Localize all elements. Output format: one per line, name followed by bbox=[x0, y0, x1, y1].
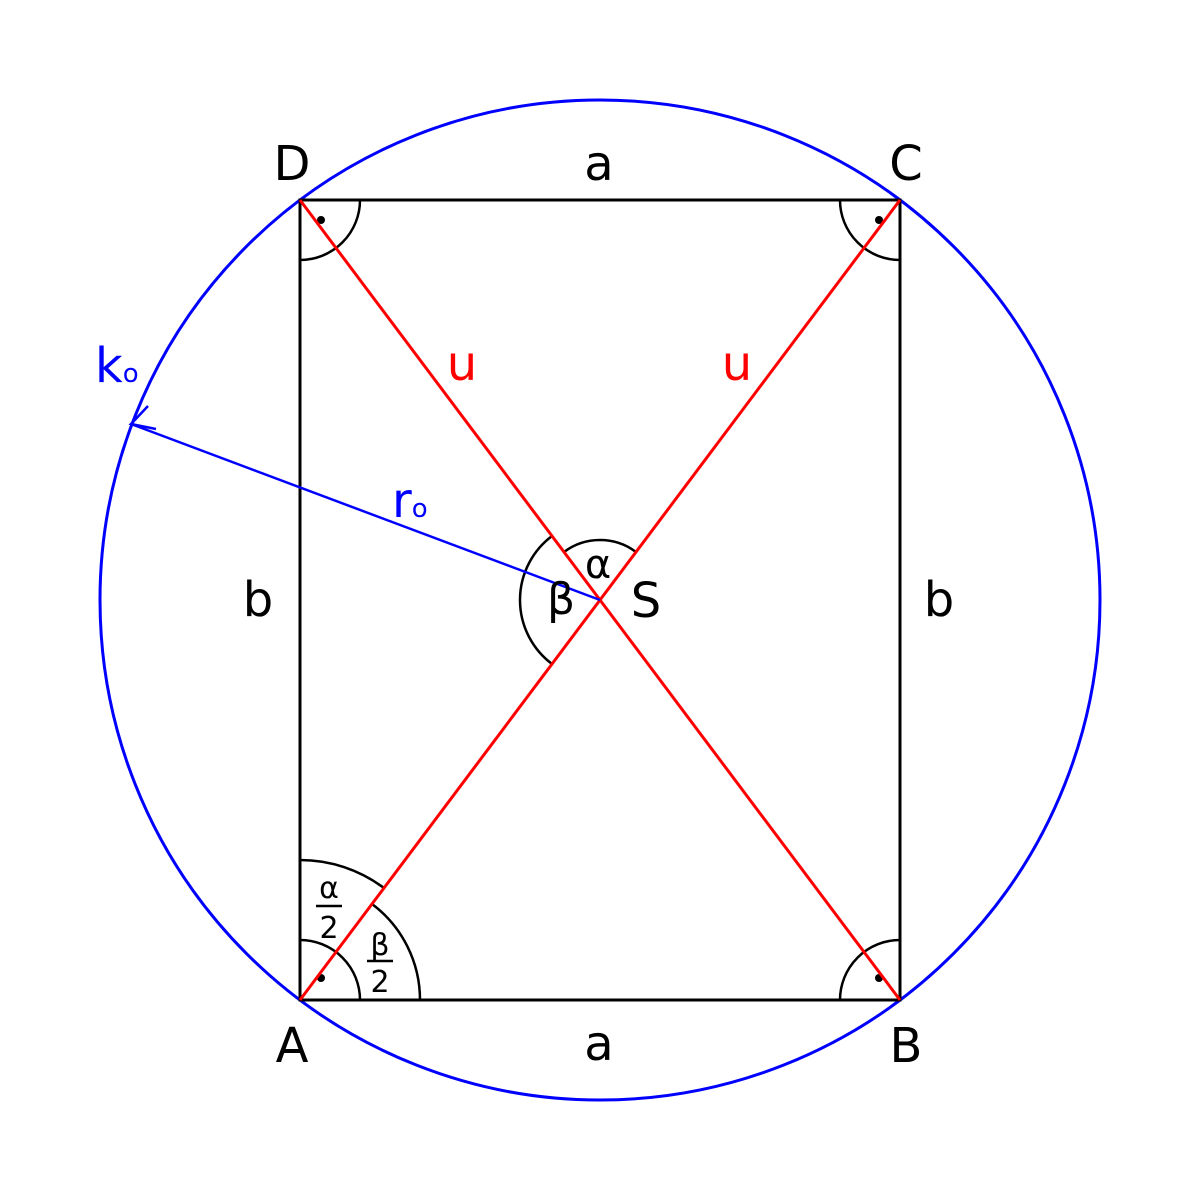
half-alpha-numerator: α bbox=[319, 871, 339, 906]
right-angle-dot-d bbox=[317, 216, 325, 224]
radius-label-sub: o bbox=[412, 494, 428, 524]
vertex-label-d: D bbox=[274, 136, 311, 192]
radius-label: ro bbox=[392, 473, 428, 529]
half-beta-arc bbox=[371, 903, 422, 1001]
vertex-label-a: A bbox=[276, 1018, 309, 1074]
right-angle-arc-c bbox=[838, 199, 901, 262]
right-angle-arc-d bbox=[299, 199, 362, 262]
right-angle-arc-a bbox=[299, 938, 362, 1001]
vertex-label-c: C bbox=[889, 136, 923, 192]
circumcircle bbox=[98, 98, 1102, 1102]
alpha-label: α bbox=[585, 542, 611, 588]
circle-name-main: k bbox=[95, 338, 123, 394]
side-label-left: b bbox=[243, 572, 273, 628]
radius-line bbox=[130, 422, 601, 602]
alpha-arc bbox=[563, 538, 637, 554]
half-alpha-denominator: 2 bbox=[319, 911, 338, 946]
right-angle-arc-b bbox=[838, 938, 901, 1001]
half-beta-numerator: β bbox=[370, 928, 389, 963]
rectangle-abcd bbox=[298, 198, 902, 1002]
side-label-right: b bbox=[924, 572, 954, 628]
half-alpha-arc bbox=[299, 858, 385, 890]
diagonal-label-bd: u bbox=[447, 336, 477, 392]
beta-arc bbox=[518, 535, 553, 665]
side-label-bottom: a bbox=[584, 1016, 613, 1072]
side-label-top: a bbox=[584, 136, 613, 192]
right-angle-dot-c bbox=[875, 216, 883, 224]
center-label-s: S bbox=[631, 573, 661, 629]
beta-label: β bbox=[547, 574, 575, 625]
half-beta-denominator: 2 bbox=[370, 965, 389, 1000]
radius-arrowhead bbox=[128, 405, 157, 431]
circle-name-sub: o bbox=[123, 359, 139, 389]
diagonal-label-ac: u bbox=[722, 336, 752, 392]
circle-name-label: ko bbox=[95, 338, 139, 394]
vertex-label-b: B bbox=[890, 1018, 923, 1074]
radius-label-main: r bbox=[392, 473, 412, 529]
